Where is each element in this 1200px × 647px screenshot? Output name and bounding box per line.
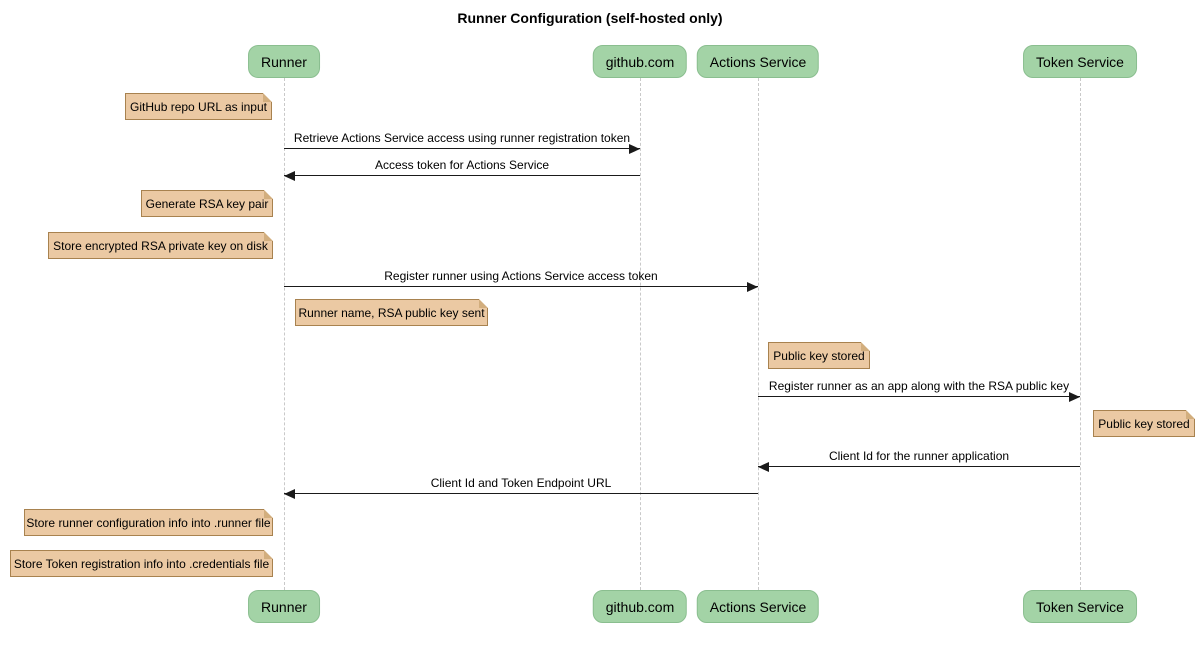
- note-6: Store runner configuration info into .ru…: [24, 509, 273, 536]
- note-label: Store runner configuration info into .ru…: [26, 515, 271, 530]
- diagram-title: Runner Configuration (self-hosted only): [457, 10, 723, 26]
- note-2: Store encrypted RSA private key on disk: [48, 232, 273, 259]
- participant-actions-bottom: Actions Service: [696, 590, 820, 623]
- message-line-2: [284, 286, 758, 287]
- arrowhead-icon: [1069, 391, 1080, 402]
- arrowhead-icon: [284, 170, 295, 181]
- note-label: Runner name, RSA public key sent: [298, 305, 485, 320]
- arrowhead-icon: [629, 143, 640, 154]
- lifeline-github: [640, 78, 641, 590]
- participant-label: Runner: [261, 53, 307, 70]
- note-fold-icon: [263, 93, 272, 102]
- message-label-0: Retrieve Actions Service access using ru…: [293, 131, 631, 145]
- note-fold-icon: [1186, 410, 1195, 419]
- note-fold-icon: [479, 299, 488, 308]
- arrowhead-icon: [747, 281, 758, 292]
- note-label: Generate RSA key pair: [145, 196, 269, 211]
- participant-runner-top: Runner: [248, 45, 320, 78]
- message-label-1: Access token for Actions Service: [374, 158, 550, 172]
- participant-label: github.com: [605, 598, 675, 615]
- note-0: GitHub repo URL as input: [125, 93, 272, 120]
- participant-github-top: github.com: [592, 45, 688, 78]
- message-label-2: Register runner using Actions Service ac…: [384, 269, 658, 283]
- arrowhead-icon: [284, 488, 295, 499]
- participant-token-bottom: Token Service: [1023, 590, 1137, 623]
- participant-label: Token Service: [1036, 53, 1124, 70]
- note-label: Store encrypted RSA private key on disk: [53, 238, 268, 253]
- note-fold-icon: [861, 342, 870, 351]
- note-3: Runner name, RSA public key sent: [295, 299, 488, 326]
- note-fold-icon: [264, 232, 273, 241]
- note-fold-icon: [264, 550, 273, 559]
- participant-label: github.com: [605, 53, 675, 70]
- message-line-1: [284, 175, 640, 176]
- note-1: Generate RSA key pair: [141, 190, 273, 217]
- participant-token-top: Token Service: [1023, 45, 1137, 78]
- message-label-4: Client Id for the runner application: [828, 449, 1010, 463]
- participant-label: Runner: [261, 598, 307, 615]
- arrowhead-icon: [758, 461, 769, 472]
- message-line-0: [284, 148, 640, 149]
- note-7: Store Token registration info into .cred…: [10, 550, 273, 577]
- note-label: GitHub repo URL as input: [130, 99, 267, 114]
- note-label: Public key stored: [773, 348, 865, 363]
- note-5: Public key stored: [1093, 410, 1195, 437]
- participant-github-bottom: github.com: [592, 590, 688, 623]
- participant-label: Actions Service: [709, 598, 807, 615]
- lifeline-actions: [758, 78, 759, 590]
- participant-runner-bottom: Runner: [248, 590, 320, 623]
- lifeline-runner: [284, 78, 285, 590]
- message-label-3: Register runner as an app along with the…: [768, 379, 1070, 393]
- message-line-3: [758, 396, 1080, 397]
- note-fold-icon: [264, 190, 273, 199]
- message-line-5: [284, 493, 758, 494]
- note-4: Public key stored: [768, 342, 870, 369]
- message-line-4: [758, 466, 1080, 467]
- participant-label: Token Service: [1036, 598, 1124, 615]
- participant-actions-top: Actions Service: [696, 45, 820, 78]
- message-label-5: Client Id and Token Endpoint URL: [430, 476, 612, 490]
- note-label: Store Token registration info into .cred…: [13, 556, 270, 571]
- note-label: Public key stored: [1098, 416, 1190, 431]
- note-fold-icon: [264, 509, 273, 518]
- participant-label: Actions Service: [709, 53, 807, 70]
- lifeline-token: [1080, 78, 1081, 590]
